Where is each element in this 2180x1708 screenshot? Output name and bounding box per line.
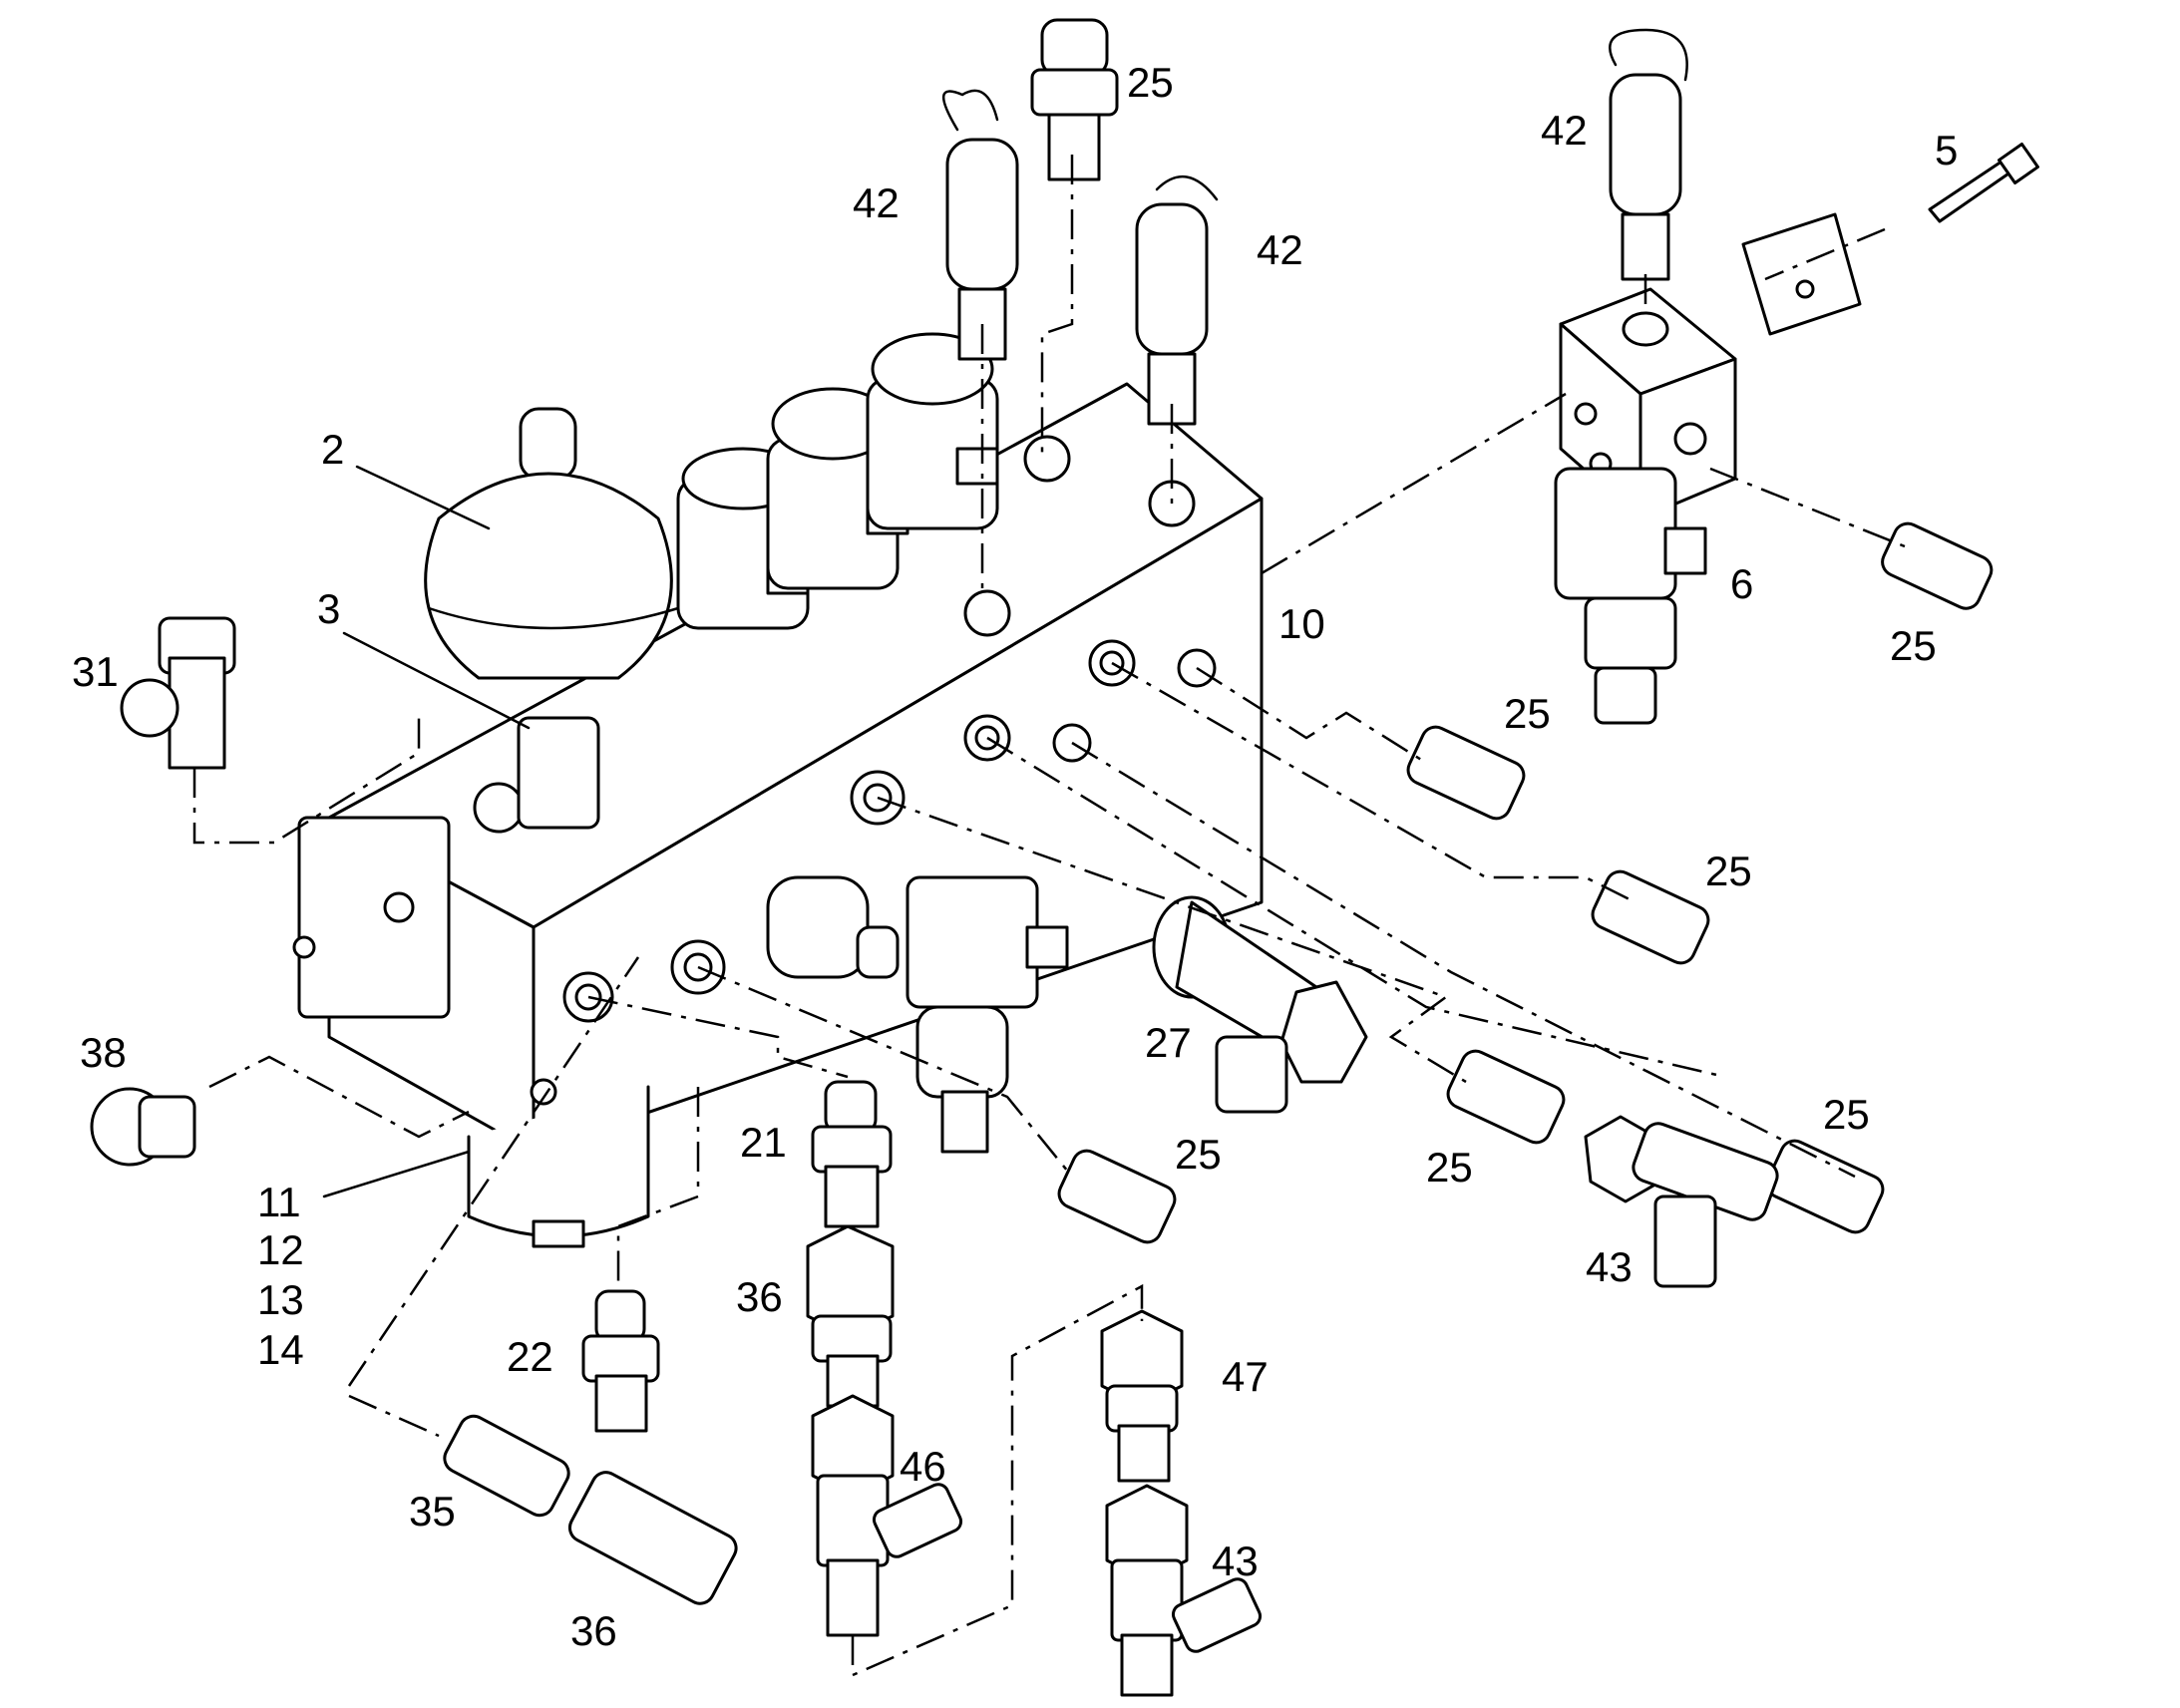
- fitting-22: [581, 1289, 660, 1433]
- tee-43-bottom: [1105, 1484, 1263, 1697]
- callout-labels: 2 3 31 38 11 12 13 14 22 35 36 21 36 46 …: [72, 59, 1958, 1654]
- fitting-25-top: [1030, 18, 1119, 181]
- callout-42-left: 42: [853, 179, 900, 226]
- callout-43-right: 43: [1586, 1243, 1633, 1290]
- callout-10: 10: [1278, 600, 1325, 647]
- callout-5: 5: [1935, 127, 1958, 173]
- plug-38: [90, 1087, 196, 1167]
- accumulator: [424, 407, 680, 830]
- solenoid-valve-bank: [676, 332, 999, 630]
- fitting-36-vertical: [806, 1224, 895, 1408]
- bolt: [1928, 143, 2039, 223]
- pressure-sensor: [766, 875, 1069, 1154]
- callout-47: 47: [1222, 1353, 1269, 1400]
- callout-42-right: 42: [1541, 107, 1588, 154]
- leader-lines: [322, 465, 531, 1198]
- callout-22: 22: [507, 1333, 553, 1380]
- callout-12: 12: [257, 1226, 304, 1273]
- tee-43-right: [1584, 1115, 1779, 1288]
- tee-46: [811, 1394, 963, 1637]
- fitting-21: [811, 1080, 893, 1228]
- fitting-25-d: [1765, 1139, 1885, 1234]
- fitting-25-b: [1591, 869, 1710, 965]
- callout-36-bottom: 36: [570, 1607, 617, 1654]
- callout-25-right: 25: [1890, 622, 1937, 669]
- callout-27: 27: [1145, 1019, 1192, 1066]
- callout-25-mid: 25: [1705, 848, 1752, 894]
- callout-21: 21: [740, 1119, 787, 1166]
- fitting-25-e: [1057, 1149, 1177, 1244]
- callout-25-far-right: 25: [1823, 1091, 1870, 1138]
- callout-2: 2: [321, 426, 344, 473]
- assembly-centerlines: [192, 155, 1911, 1677]
- directional-valve: [1554, 212, 1862, 725]
- callout-6: 6: [1730, 560, 1753, 607]
- callout-38: 38: [80, 1029, 127, 1076]
- callout-31: 31: [72, 648, 119, 695]
- callout-3: 3: [317, 585, 340, 632]
- fitting-47: [1100, 1309, 1184, 1483]
- tee-27: [1152, 895, 1368, 1114]
- callout-43-bottom: 43: [1212, 1537, 1259, 1584]
- fitting-35: [443, 1414, 570, 1518]
- callout-46: 46: [900, 1443, 946, 1490]
- callout-25-upper-mid: 25: [1504, 690, 1551, 737]
- callout-36-middle: 36: [736, 1273, 783, 1320]
- test-coupling-left: [941, 89, 1019, 361]
- callout-13: 13: [257, 1276, 304, 1323]
- callout-11: 11: [257, 1179, 301, 1225]
- test-coupling-right: [1609, 28, 1688, 281]
- callout-25-top: 25: [1127, 59, 1174, 106]
- test-coupling-middle: [1135, 174, 1219, 426]
- fitting-25-a: [1406, 725, 1526, 821]
- callout-14: 14: [257, 1326, 304, 1373]
- filter-cartridge: [467, 1085, 650, 1248]
- callout-25-lower: 25: [1426, 1144, 1473, 1191]
- callout-35: 35: [409, 1488, 456, 1535]
- fitting-36-angled: [567, 1471, 738, 1605]
- callout-25-front: 25: [1175, 1131, 1222, 1178]
- fitting-25-right-upper: [1881, 521, 1994, 610]
- fitting-25-c: [1446, 1049, 1566, 1145]
- check-valve-31: [120, 616, 236, 770]
- callout-42-middle: 42: [1257, 226, 1303, 273]
